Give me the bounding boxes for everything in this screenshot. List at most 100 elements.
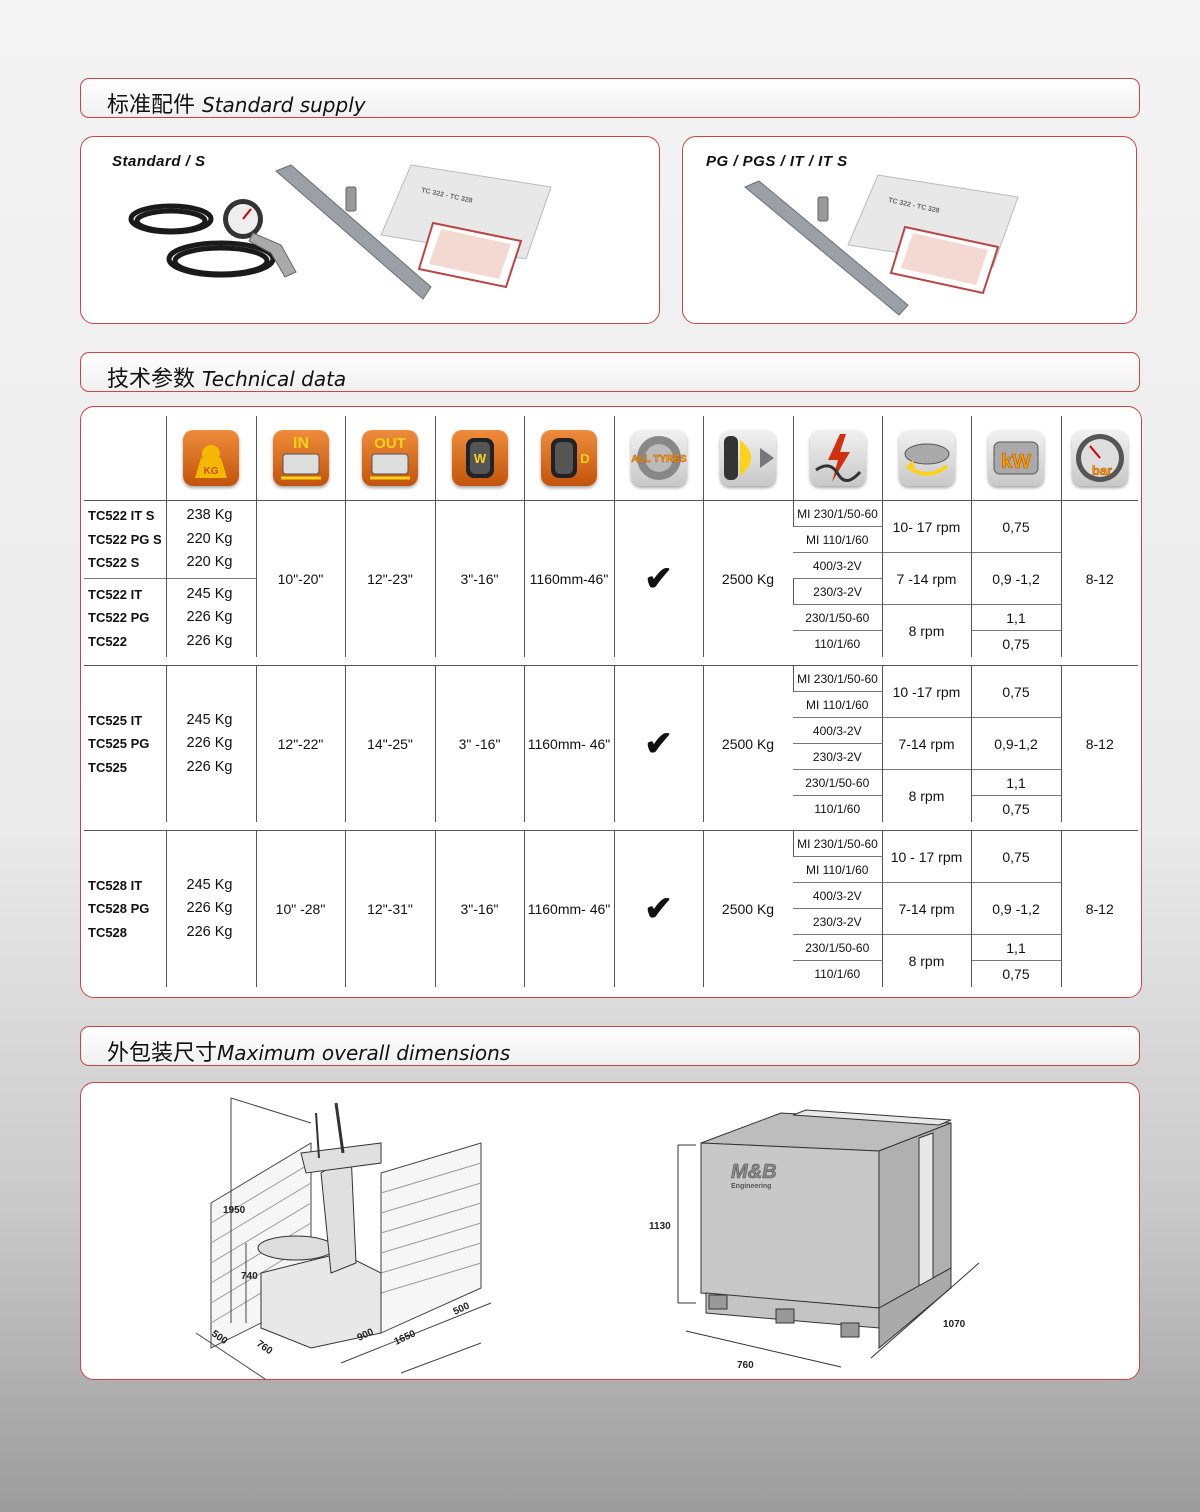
supply-value: 400/3-2V [793,552,882,579]
supply-value: MI 230/1/50-60 [792,830,882,857]
width-value: 3" -16" [434,665,524,822]
rpm-value: 7-14 rpm [881,717,971,770]
machine-drawing [195,1097,492,1379]
model-name: TC528 PG [88,901,150,916]
supply-value: MI 110/1/60 [793,691,882,718]
section-header-standard-supply: 标准配件 Standard supply [80,78,1140,118]
rpm-value: 7 -14 rpm [881,552,971,605]
check-icon: ✔ [613,830,703,987]
weight-value: 226 Kg [186,609,233,625]
dim-depth-label: 760 [254,1338,274,1357]
kw-value: 0,75 [970,630,1061,657]
supply-value: 230/3-2V [793,743,882,770]
weight-value: 226 Kg [186,900,233,916]
dimensions-panel: 1950 740 500 760 900 1650 500 M&B [80,1082,1140,1380]
tyre-width-icon: W [451,430,508,486]
rpm-value: 10 -17 rpm [881,665,971,718]
rim-in-value: 12"-22" [255,665,345,822]
model-name: TC522 [88,633,128,649]
air-hose-icon [128,203,276,278]
brand-logo-sub: Engineering [731,1183,771,1190]
svg-text:bar: bar [1092,463,1112,478]
width-value: 3"-16" [434,500,524,657]
weight-value: 226 Kg [186,923,233,940]
icon-header-row: KG IN OUT W D ALL TYRES kW bar [84,416,1138,500]
weight-value: 226 Kg [186,735,233,751]
svg-text:OUT: OUT [374,435,406,452]
diameter-value: 1160mm- 46" [523,830,614,987]
supply-value: 230/3-2V [792,578,882,605]
supply-value: MI 110/1/60 [793,856,882,883]
model-name: TC522 IT S [88,508,155,524]
kw-value: 0,75 [970,830,1061,883]
pressure-gauge-icon: bar [1071,430,1128,486]
model-name: TC525 [88,759,128,775]
supply-value: 400/3-2V [793,882,882,909]
technical-data-table: KG IN OUT W D ALL TYRES kW bar [84,416,1138,500]
power-supply-icon [809,430,866,486]
pg-accessories-illustration: TC 322 - TC 328 [744,174,1019,316]
rpm-value: 10- 17 rpm [881,500,971,553]
rim-out-value: 14"-25" [344,665,435,822]
pg-supply-panel: PG / PGS / IT / IT S TC 322 - TC 328 [682,136,1137,324]
socket-icon [817,196,829,222]
svg-text:W: W [473,451,486,466]
svg-text:D: D [580,451,589,466]
model-name: TC522 PG [88,610,150,625]
section-title-cn: 外包装尺寸 [107,1041,218,1066]
panel-title-standard: Standard / S [112,153,206,170]
check-icon: ✔ [613,665,703,822]
section-title-en: Standard supply [202,93,366,117]
model-name: TC525 PG [88,736,150,751]
kw-value: 1,1 [970,769,1061,796]
tyre-lever-icon [275,164,432,300]
weight-value: 245 Kg [186,876,233,893]
bead-breaker-icon [720,430,776,486]
supply-value: 110/1/60 [793,630,882,657]
section-title-cn: 标准配件 [107,93,196,118]
all-tyres-icon: ALL TYRES [630,430,687,486]
weight-value: 226 Kg [186,632,233,649]
supply-value: 110/1/60 [793,960,882,987]
dim-right-label: 500 [452,1301,472,1318]
motor-power-icon: kW [988,430,1044,486]
manual-icon: TC 322 - TC 328 [380,164,552,289]
rim-in-value: 10" -28" [255,830,345,987]
kw-value: 1,1 [970,604,1061,631]
supply-value: 230/1/50-60 [793,769,882,796]
kw-value: 0,9-1,2 [970,717,1061,770]
pkg-height-label: 1130 [649,1221,671,1232]
supply-value: 400/3-2V [793,717,882,744]
model-name: TC522 S [88,555,140,571]
rim-in-icon: IN [272,430,329,486]
kw-value: 0,75 [970,795,1061,822]
svg-text:ALL TYRES: ALL TYRES [631,454,687,465]
weight-value: 226 Kg [186,758,233,775]
package-drawing [677,1109,980,1368]
model-name: TC522 IT [88,586,143,602]
svg-text:KG: KG [204,466,219,477]
bar-value: 8-12 [1060,500,1138,657]
supply-value: MI 110/1/60 [793,526,882,553]
kw-value: 1,1 [970,934,1061,961]
diameter-value: 1160mm-46" [523,500,614,657]
bead-force-value: 2500 Kg [702,665,793,822]
kw-value: 0,75 [970,500,1061,553]
supply-value: MI 230/1/50-60 [792,665,882,692]
model-name: TC528 IT [88,877,143,893]
svg-text:IN: IN [293,435,309,452]
panel-title-pg: PG / PGS / IT / IT S [706,153,848,170]
kw-value: 0,75 [970,665,1061,718]
weight-value: 220 Kg [186,530,233,547]
bead-force-value: 2500 Kg [702,830,793,987]
standard-supply-panel: Standard / S TC 322 - TC 328 [80,136,660,324]
tyre-lever-icon [744,180,909,316]
manual-icon: TC 322 - TC 328 [847,174,1019,295]
rim-out-icon: OUT [362,430,418,486]
socket-icon [345,186,357,212]
model-name: TC522 PG S [88,531,162,547]
